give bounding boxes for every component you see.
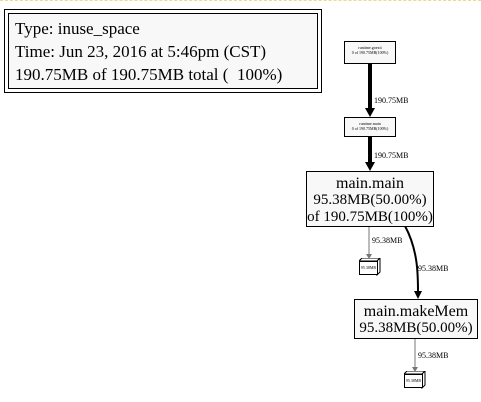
edge-label-make-mem-leaf: 95.38MB [418, 351, 449, 360]
top-dashed-border [0, 0, 481, 1]
node-main-main[interactable]: main.main 95.38MB(50.00%) of 190.75MB(10… [306, 171, 434, 227]
arrowhead-main-main-leaf [366, 254, 372, 259]
legend-total: 190.75MB of 190.75MB total ( 100%) [15, 65, 283, 84]
arrowhead-runtime-main-main-main [365, 162, 375, 171]
node-main-main-cum: of 190.75MB(100%) [307, 209, 433, 225]
node-main-main-name: main.main [336, 175, 404, 192]
leaf-make-mem-label: 95.38MB [404, 374, 423, 388]
legend-time: Time: Jun 23, 2016 at 5:46pm (CST) [15, 42, 267, 61]
node-runtime-goexit-name: runtime.goexit [358, 45, 382, 50]
edge-label-main-main-leaf: 95.38MB [372, 236, 403, 245]
node-runtime-main[interactable]: runtime.main 0 of 190.75MB(100%) [344, 117, 396, 137]
node-runtime-goexit[interactable]: runtime.goexit 0 of 190.75MB(100%) [344, 41, 396, 64]
edge-label-runtime-main-main-main: 190.75MB [374, 151, 409, 160]
node-runtime-main-value: 0 of 190.75MB(100%) [351, 126, 389, 131]
node-main-make-mem[interactable]: main.makeMem 95.38MB(50.00%) [354, 299, 478, 339]
arrowhead-make-mem-leaf [412, 367, 418, 372]
edge-label-main-main-make-mem: 95.38MB [418, 264, 449, 273]
arrowhead-goexit-runtime-main [365, 108, 375, 117]
node-main-make-mem-name: main.makeMem [363, 303, 469, 320]
node-main-make-mem-flat: 95.38MB(50.00%) [359, 320, 473, 336]
legend-type: Type: inuse_space [15, 19, 140, 38]
legend-box: Type: inuse_space Time: Jun 23, 2016 at … [4, 9, 322, 93]
node-runtime-main-name: runtime.main [359, 121, 381, 126]
node-main-main-flat: 95.38MB(50.00%) [313, 192, 427, 208]
legend-text: Type: inuse_space Time: Jun 23, 2016 at … [8, 13, 318, 89]
leaf-box-main-main[interactable]: 95.38MB [359, 258, 381, 276]
edge-label-goexit-runtime-main: 190.75MB [374, 96, 409, 105]
edge-main-main-make-mem [404, 225, 419, 293]
arrowhead-main-main-make-mem [414, 291, 422, 299]
leaf-box-make-mem[interactable]: 95.38MB [404, 371, 426, 389]
node-runtime-goexit-value: 0 of 190.75MB(100%) [351, 50, 389, 55]
leaf-main-main-label: 95.38MB [359, 261, 378, 275]
